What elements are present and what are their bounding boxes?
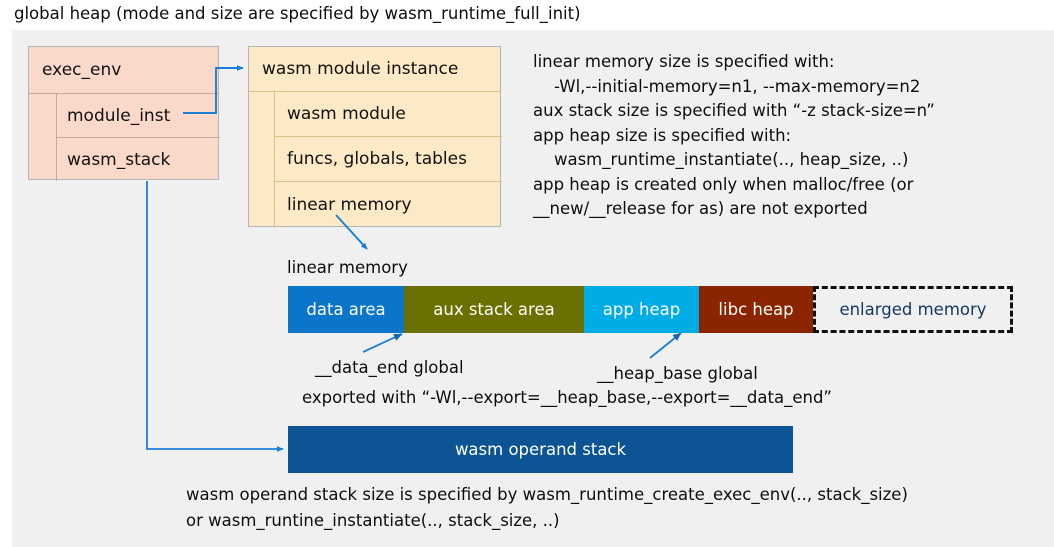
exec-env-row-module-inst: module_inst (57, 94, 220, 138)
exec-env-box: exec_env module_inst wasm_stack (28, 46, 220, 181)
operand-stack-note: wasm operand stack size is specified by … (186, 485, 908, 530)
exec-env-gutter (29, 94, 57, 181)
linear-memory-note: linear memory size is specified with: -W… (533, 52, 935, 218)
annotation-data-end: __data_end global (315, 358, 464, 377)
module-instance-row-linear-memory: linear memory (287, 195, 412, 215)
module-instance-box: wasm module instance wasm module funcs, … (248, 46, 502, 228)
module-instance-header: wasm module instance (249, 47, 500, 92)
segment-libc-heap: libc heap (699, 286, 813, 333)
segment-app-heap: app heap (584, 286, 699, 333)
annotation-heap-base: __heap_base global (597, 364, 758, 383)
exec-env-header: exec_env (29, 47, 218, 94)
page-title: global heap (mode and size are specified… (14, 4, 581, 23)
segment-aux-stack-area: aux stack area (404, 286, 584, 333)
module-instance-row-funcs-globals-tables: funcs, globals, tables (275, 137, 502, 182)
linear-memory-bar: data area aux stack area app heap libc h… (288, 286, 1013, 333)
annotation-exported: exported with “-Wl,--export=__heap_base,… (302, 388, 832, 407)
module-instance-row-wasm-module: wasm module (275, 92, 502, 137)
exec-env-row-wasm-stack: wasm_stack (67, 149, 171, 170)
linear-memory-label: linear memory (287, 258, 408, 277)
segment-data-area: data area (288, 286, 404, 333)
segment-enlarged-memory: enlarged memory (813, 286, 1013, 333)
module-instance-gutter (249, 92, 275, 228)
wasm-operand-stack-box: wasm operand stack (288, 426, 793, 473)
